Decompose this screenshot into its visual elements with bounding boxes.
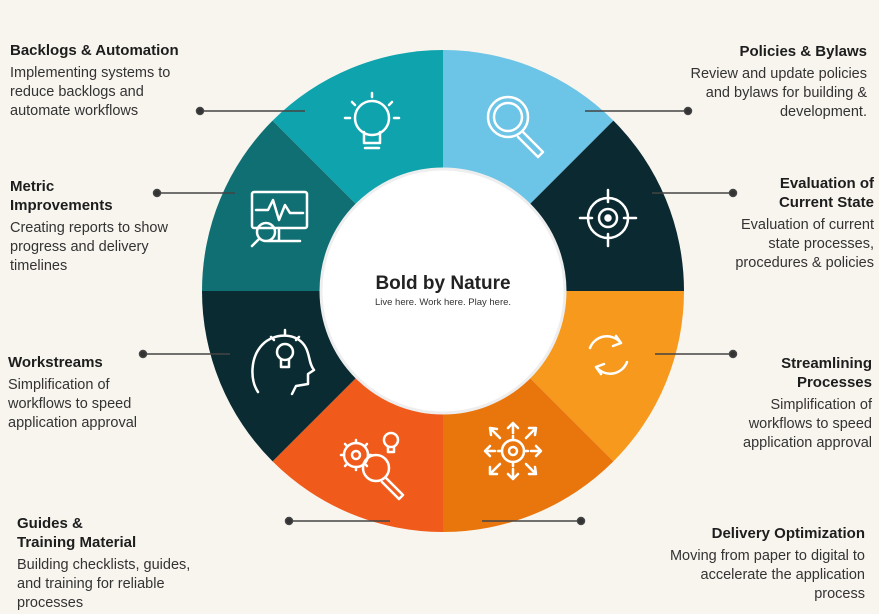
item-title: Evaluation of Current State bbox=[778, 175, 874, 211]
item-title: Policies & Bylaws bbox=[739, 43, 867, 60]
item-evaluation: Evaluation of Current State Evaluation o… bbox=[674, 174, 874, 273]
item-title: Delivery Optimization bbox=[711, 525, 865, 542]
connector-dot-backlogs bbox=[195, 106, 205, 116]
head-lightbulb-icon bbox=[251, 328, 316, 396]
monitor-analytics-icon bbox=[250, 190, 309, 248]
item-workstreams: Workstreams Simplification of workflows … bbox=[8, 353, 208, 433]
item-title: Streamlining Processes bbox=[781, 355, 872, 391]
item-description: Creating reports to show progress and de… bbox=[10, 220, 168, 274]
item-streamlining: Streamlining Processes Simplification of… bbox=[672, 354, 872, 453]
center-label: Bold by Nature Live here. Work here. Pla… bbox=[343, 273, 543, 308]
item-title: Workstreams bbox=[8, 354, 103, 371]
item-policies: Policies & Bylaws Review and update poli… bbox=[637, 42, 867, 122]
connector-dot-streamlining bbox=[728, 349, 738, 359]
item-description: Simplification of workflows to speed app… bbox=[8, 377, 137, 431]
gear-network-icon bbox=[483, 421, 543, 481]
center-circle bbox=[319, 167, 567, 415]
item-backlogs: Backlogs & Automation Implementing syste… bbox=[10, 41, 220, 121]
connector-dot-workstreams bbox=[138, 349, 148, 359]
item-delivery: Delivery Optimization Moving from paper … bbox=[605, 524, 865, 604]
item-description: Building checklists, guides, and trainin… bbox=[17, 557, 191, 611]
connector-dot-evaluation bbox=[728, 188, 738, 198]
item-metrics: Metric Improvements Creating reports to … bbox=[10, 177, 220, 276]
item-description: Simplification of workflows to speed app… bbox=[743, 397, 872, 451]
lightbulb-icon bbox=[343, 91, 401, 150]
connector-dot-guides bbox=[284, 516, 294, 526]
connector-lines bbox=[138, 106, 738, 526]
item-description: Review and update policies and bylaws fo… bbox=[690, 66, 867, 120]
center-title: Bold by Nature bbox=[375, 273, 511, 294]
connector-dot-delivery bbox=[576, 516, 586, 526]
gear-search-idea-icon bbox=[339, 431, 405, 501]
item-guides: Guides & Training Material Building chec… bbox=[17, 514, 247, 613]
center-subtitle: Live here. Work here. Play here. bbox=[374, 297, 512, 308]
item-description: Evaluation of current state processes, p… bbox=[735, 217, 874, 271]
refresh-cycle-icon bbox=[588, 334, 629, 376]
magnifier-icon bbox=[486, 95, 545, 159]
connector-dot-metrics bbox=[152, 188, 162, 198]
connector-dot-policies bbox=[683, 106, 693, 116]
item-description: Moving from paper to digital to accelera… bbox=[669, 548, 865, 602]
item-title: Metric Improvements bbox=[10, 178, 113, 214]
item-description: Implementing systems to reduce backlogs … bbox=[10, 65, 171, 119]
item-title: Guides & Training Material bbox=[17, 515, 137, 551]
item-title: Backlogs & Automation bbox=[10, 42, 179, 59]
target-icon bbox=[578, 188, 638, 248]
